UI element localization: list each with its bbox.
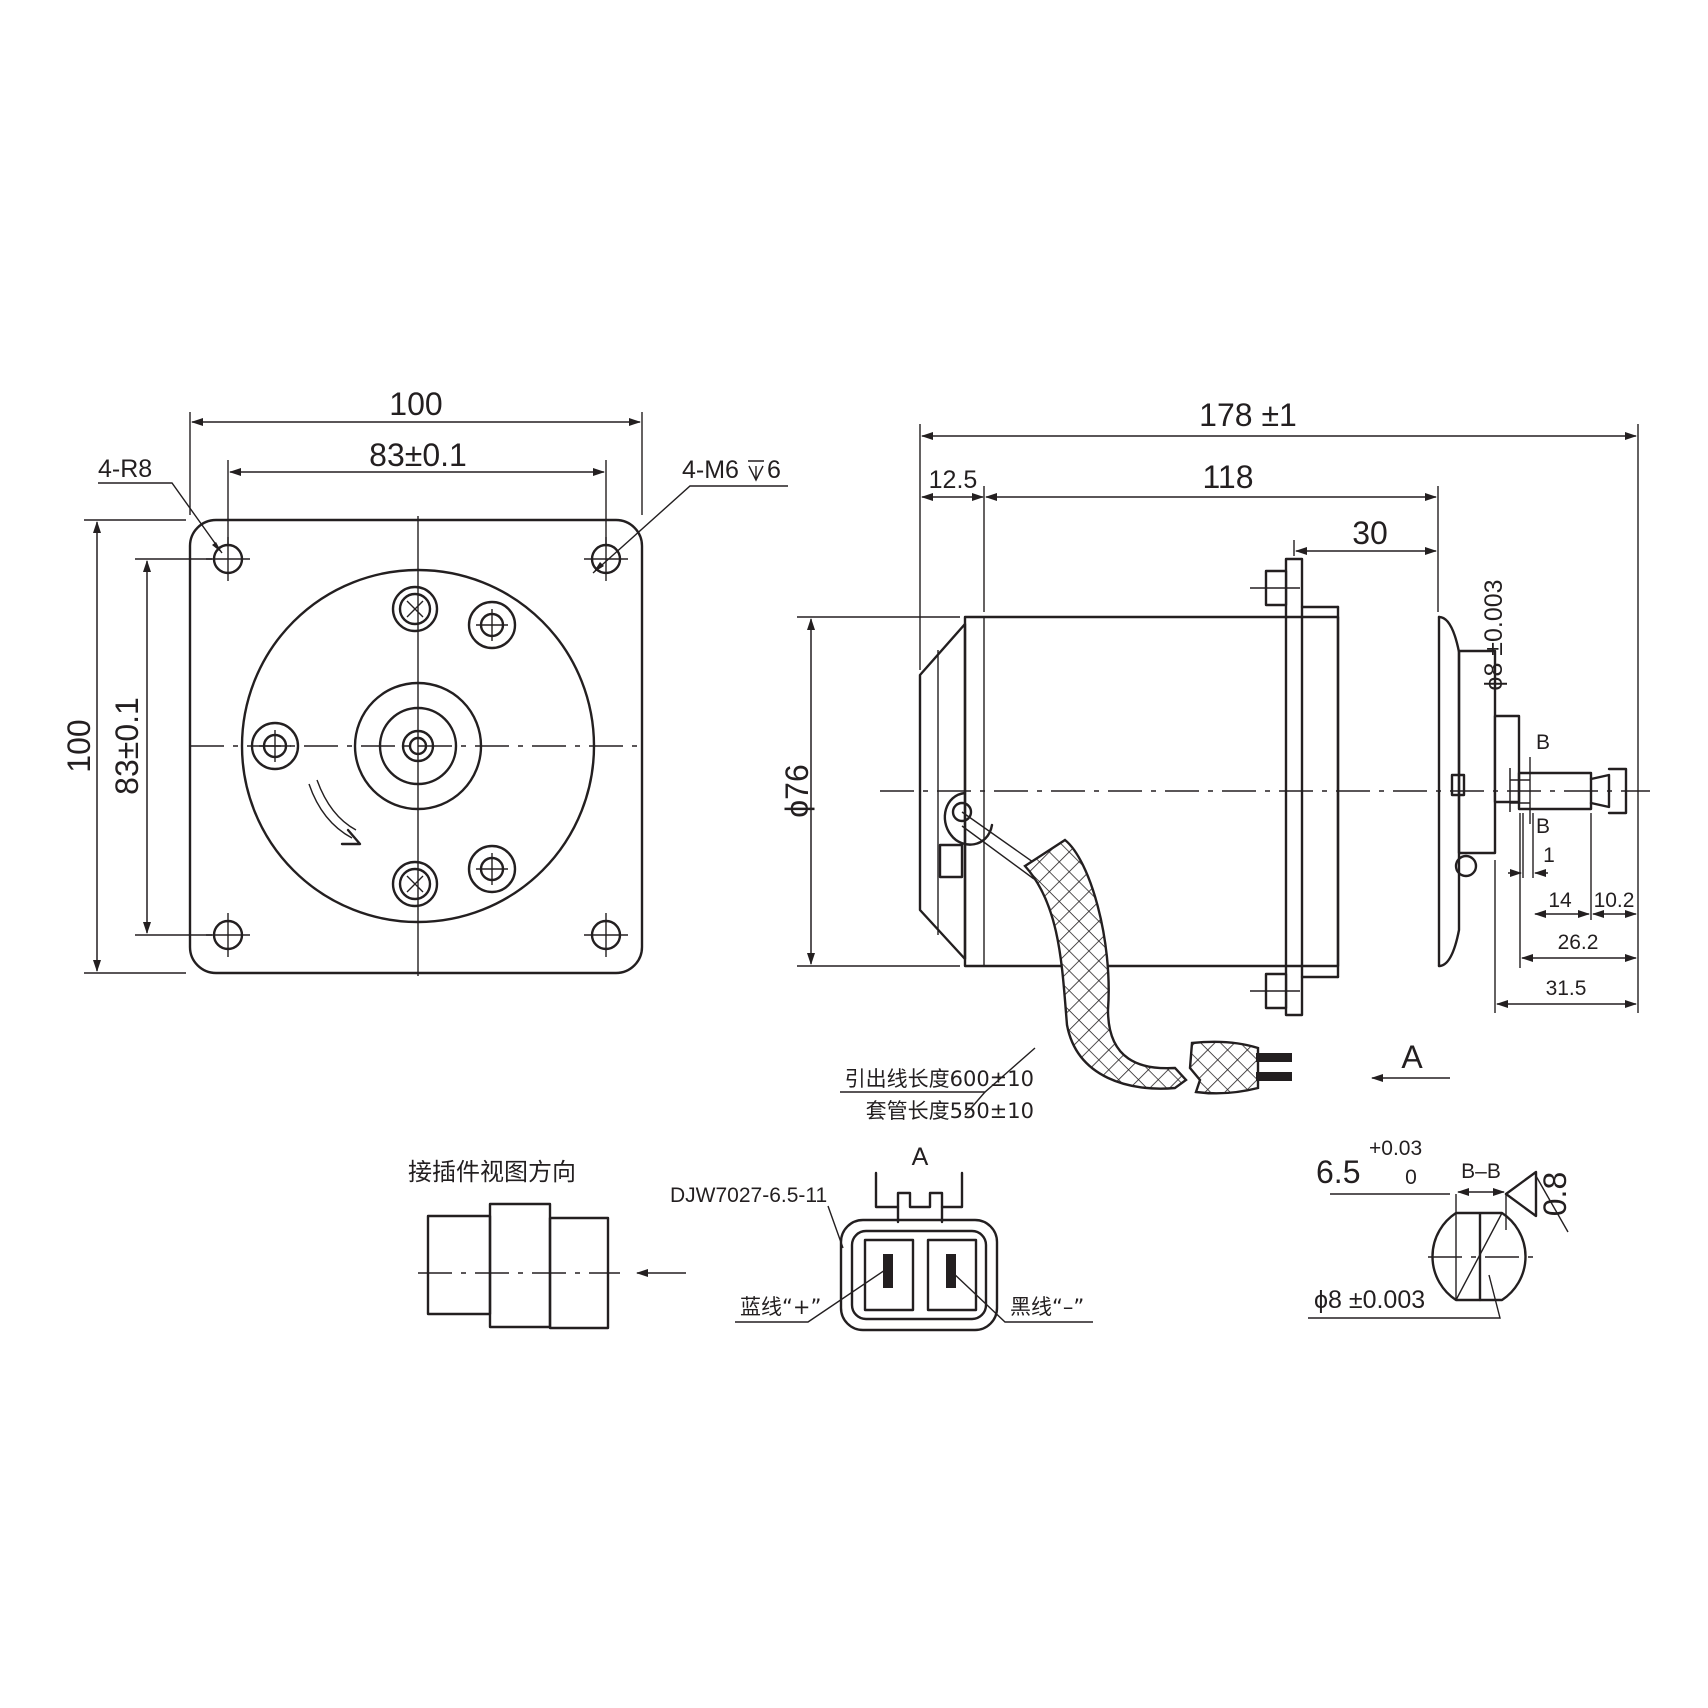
connector-model: DJW7027-6.5-11 [670,1184,827,1207]
dim-flat-length: 14 [1548,889,1572,912]
section-flat-dim: 6.5 [1316,1154,1360,1190]
cross-screw [391,585,439,908]
lead-length-note: 引出线长度600±10 [845,1067,1034,1091]
section-mark-bottom: B [1536,815,1550,838]
section-tol-lower: 0 [1405,1166,1417,1189]
pin-slot-positive [863,1238,915,1312]
section-tol-upper: +0.03 [1369,1137,1422,1160]
dim-overall-length: 178 ±1 [1199,397,1297,433]
dim-front-hole-height: 83±0.1 [109,697,145,795]
section-diameter: ϕ8 ±0.003 [1314,1286,1425,1314]
side-flange [1284,557,1304,1017]
section-label: B–B [1461,1160,1501,1183]
shaft-cross-section [1431,1211,1527,1302]
dim-body-length: 118 [1202,459,1253,495]
tapped-holes [250,600,517,894]
front-view: 100 83±0.1 100 83±0.1 4-R8 4-M6 6 [61,386,788,976]
dim-tip-length: 10.2 [1594,889,1635,912]
sleeve-length-note: 套管长度550±10 [866,1099,1034,1123]
view-arrow-label: A [1401,1039,1423,1075]
dim-shaft-diameter: ϕ8 ±0.003 [1480,579,1508,690]
section-mark-top: B [1536,731,1550,754]
dim-front-height: 100 [61,719,97,772]
dim-flange-offset: 30 [1352,515,1388,551]
dim-shaft-total: 31.5 [1546,977,1587,1000]
corner-holes [206,537,628,957]
dim-shaft-length: 26.2 [1558,931,1599,954]
dim-front-hole-spacing: 83±0.1 [369,437,467,473]
connector-view-label: A [912,1143,929,1171]
connector-side-view: 接插件视图方向 [408,1158,686,1330]
pin-label-positive: 蓝线“+” [740,1295,821,1319]
rotation-arrow-icon [308,779,362,846]
callout-corner-radius: 4-R8 [98,455,152,483]
dim-shoulder: 1 [1543,844,1555,867]
section-flat-depth: 0.8 [1537,1172,1573,1216]
connector-view-title: 接插件视图方向 [408,1158,576,1186]
dim-rear-cap: 12.5 [929,466,978,494]
section-b-b: 6.5 +0.03 0 B–B 0.8 ϕ8 ±0.003 [1308,1137,1573,1319]
cable-sleeve [1023,838,1188,1090]
callout-thread: 4-M6 [682,456,739,484]
depth-symbol-icon [748,460,764,482]
dim-body-diameter: ϕ76 [779,764,815,818]
pin-slot-negative [926,1238,978,1312]
motor-housing-circle [240,568,596,924]
callout-thread-depth: 6 [767,456,781,484]
connector-housing [839,1218,999,1332]
side-view: 178 ±1 12.5 118 30 ϕ76 ϕ8 ±0.003 B B 1 1… [779,397,1650,1123]
pin-label-negative: 黑线“–” [1010,1295,1084,1319]
dim-front-width: 100 [389,386,442,422]
connector-face-view: A DJW7027-6.5-11 蓝线“+” 黑线“–” [670,1143,1093,1332]
